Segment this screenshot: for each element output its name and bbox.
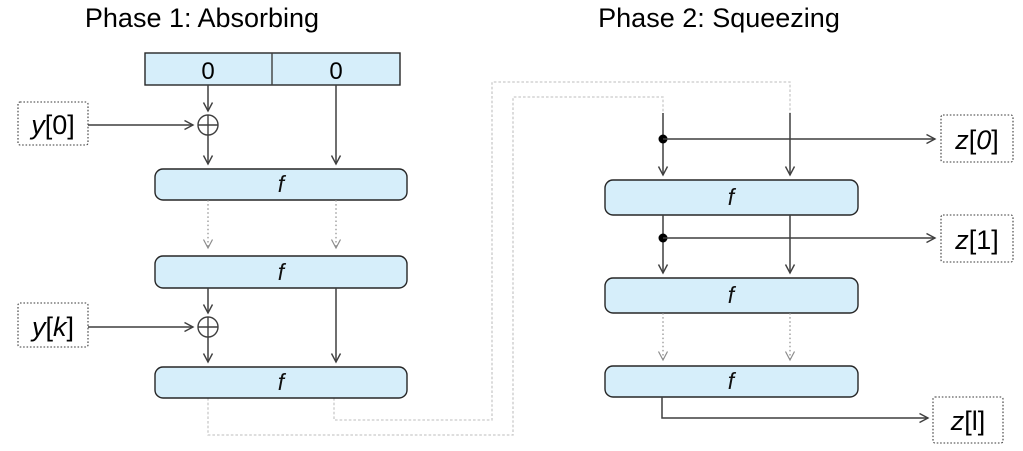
output-box-z1 <box>940 214 1014 263</box>
input-label-yk: y[k] <box>30 312 74 342</box>
zl-index: [l] <box>964 406 985 436</box>
yk-close: ] <box>67 312 75 342</box>
z0-var: z <box>954 125 969 155</box>
input-box-y0 <box>17 101 89 146</box>
z1-var: z <box>954 225 969 255</box>
input-box-yk <box>17 302 89 348</box>
f-box-squeeze-3 <box>604 365 859 398</box>
f-label-squeeze-1: f <box>728 184 737 210</box>
f-label-absorb-3: f <box>278 369 287 395</box>
z1-index: [1] <box>969 225 999 255</box>
z0-close: ] <box>991 125 999 155</box>
z0-index: 0 <box>976 125 991 155</box>
state-left-zero: 0 <box>201 58 214 85</box>
wrap-path-capacity <box>333 81 791 421</box>
yk-index: k <box>53 312 68 342</box>
f-box-squeeze-2 <box>604 277 859 314</box>
yk-open: [ <box>45 312 53 342</box>
arrow-to-zl <box>661 397 930 424</box>
output-box-zl <box>932 396 1004 444</box>
f-label-squeeze-2: f <box>728 282 737 308</box>
f-label-absorb-1: f <box>278 171 287 197</box>
output-label-z0: z[0] <box>954 125 999 155</box>
phase1-title: Phase 1: Absorbing <box>85 3 319 33</box>
f-box-absorb-2 <box>154 255 408 289</box>
z0-open: [ <box>969 125 977 155</box>
wrap-path-rate <box>207 96 664 436</box>
f-label-squeeze-3: f <box>728 368 737 394</box>
f-label-absorb-2: f <box>278 259 287 285</box>
input-label-y0: y[0] <box>29 110 75 140</box>
f-box-absorb-1 <box>154 168 408 201</box>
yk-var: y <box>30 312 47 342</box>
zl-var: z <box>950 406 965 436</box>
output-label-z1: z[1] <box>954 225 999 255</box>
f-box-squeeze-1 <box>604 179 859 216</box>
f-box-absorb-3 <box>154 366 408 399</box>
phase2-title: Phase 2: Squeezing <box>598 3 840 33</box>
y0-var: y <box>29 110 46 140</box>
output-box-z0 <box>940 114 1014 163</box>
y0-index: [0] <box>45 110 75 140</box>
output-label-zl: z[l] <box>950 406 986 436</box>
state-right-zero: 0 <box>329 58 342 85</box>
